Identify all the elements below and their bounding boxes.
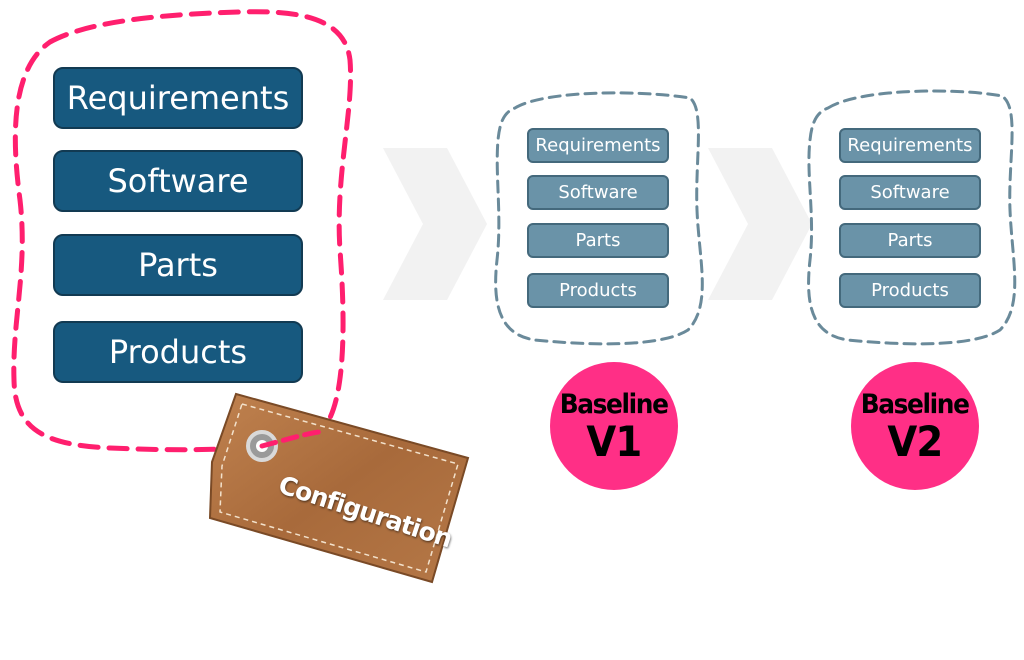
tag-stitching <box>219 403 459 573</box>
baseline-1-item-parts: Parts <box>527 223 669 258</box>
config-item-parts: Parts <box>53 234 303 296</box>
baseline-1-badge-version: V1 <box>586 416 643 466</box>
baseline-2-outline <box>807 89 1017 346</box>
baseline-1-item-software: Software <box>527 175 669 210</box>
baseline-2-item-parts: Parts <box>839 223 981 258</box>
baseline-1-badge-title: Baseline <box>560 388 669 420</box>
baseline-1-outline <box>494 91 704 346</box>
baseline-2-item-requirements: Requirements <box>839 128 981 163</box>
baseline-1-badge: Baseline V1 <box>550 362 678 490</box>
baseline-2-item-software: Software <box>839 175 981 210</box>
baseline-2-badge-title: Baseline <box>861 388 970 420</box>
baseline-1-item-requirements: Requirements <box>527 128 669 163</box>
baseline-2-badge: Baseline V2 <box>851 362 979 490</box>
baseline-2-badge-version: V2 <box>887 416 944 466</box>
config-item-software: Software <box>53 150 303 212</box>
config-item-products: Products <box>53 321 303 383</box>
arrow-chevron-1 <box>383 148 487 300</box>
config-item-requirements: Requirements <box>53 67 303 129</box>
baseline-1-item-products: Products <box>527 273 669 308</box>
baseline-2-item-products: Products <box>839 273 981 308</box>
arrow-chevron-2 <box>708 148 812 300</box>
